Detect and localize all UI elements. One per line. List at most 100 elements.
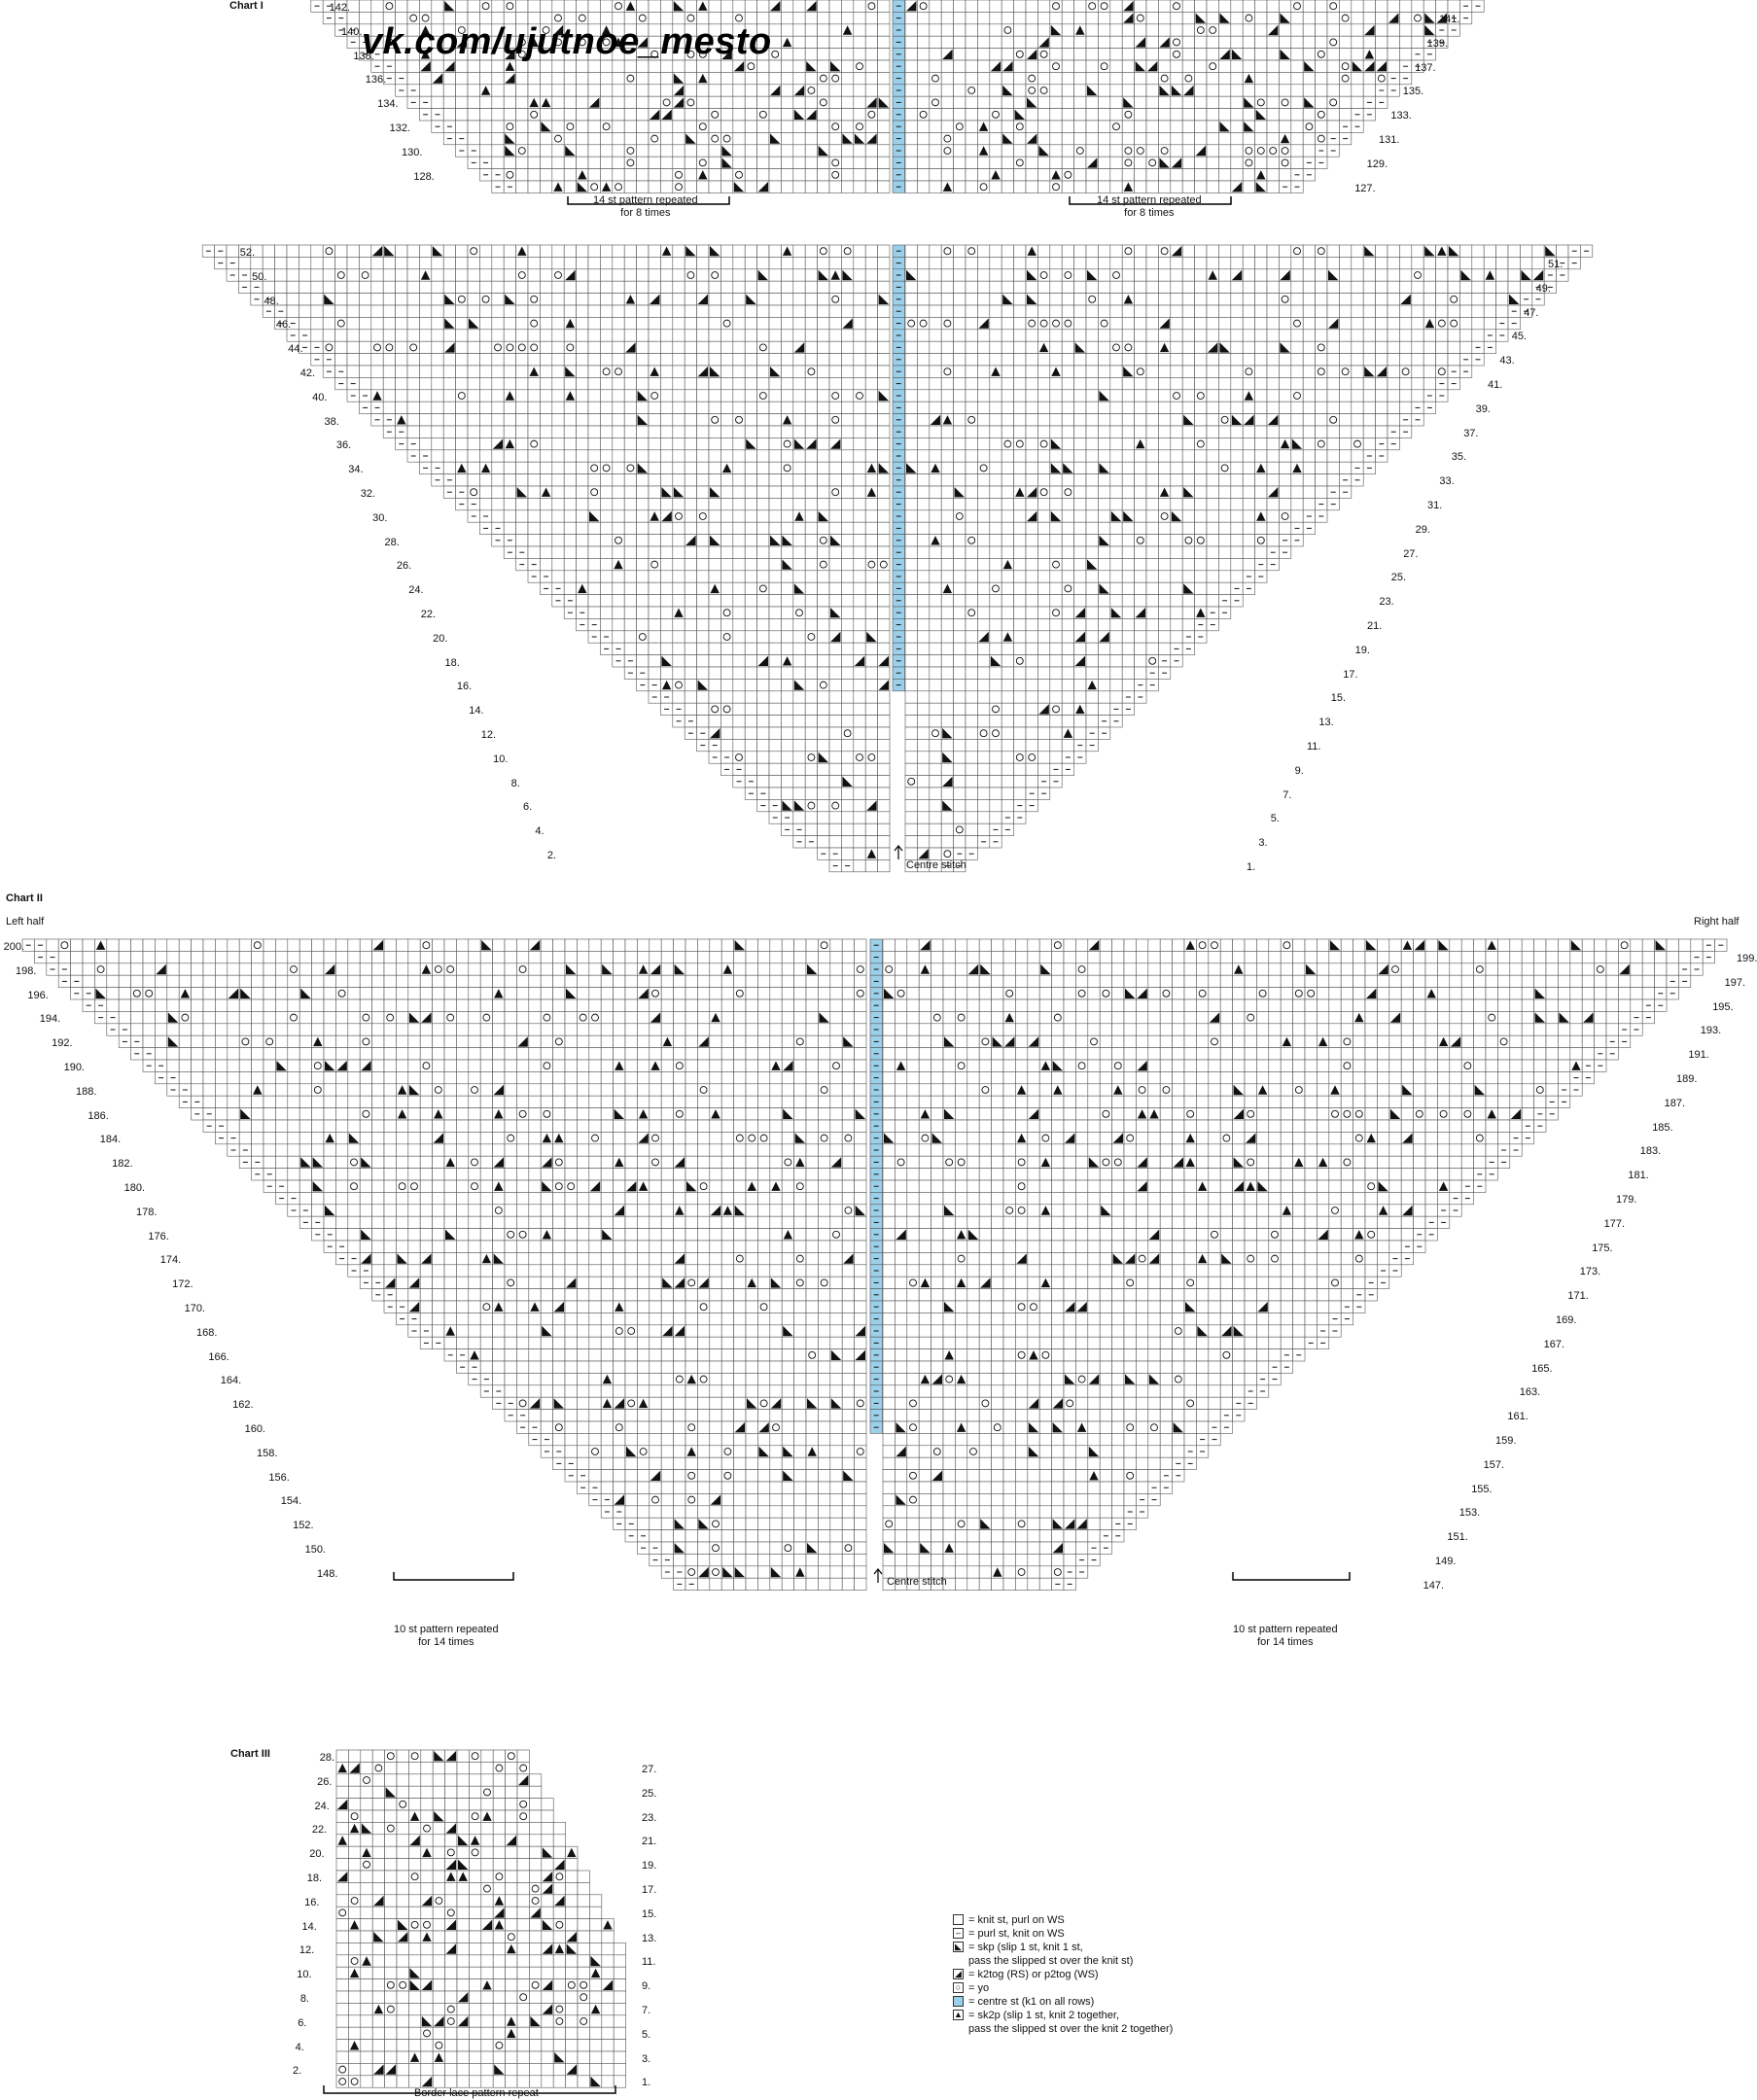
row-number: 174. xyxy=(159,1254,182,1267)
row-number: 169. xyxy=(1556,1314,1577,1326)
centre-stitch-icon xyxy=(953,1996,964,2007)
row-number: 16. xyxy=(304,1896,320,1908)
row-number: 193. xyxy=(1700,1025,1722,1037)
row-number: 11. xyxy=(642,1956,656,1969)
centre-stitch-column xyxy=(869,938,883,1434)
purl-icon: – xyxy=(953,1928,964,1939)
chart3-grid xyxy=(335,1749,626,2088)
row-number: 46. xyxy=(275,319,292,332)
row-number: 5. xyxy=(1270,813,1280,825)
row-number: 10. xyxy=(297,1969,312,1981)
row-number: 159. xyxy=(1495,1435,1517,1447)
row-number: 192. xyxy=(52,1037,73,1050)
row-number: 4. xyxy=(535,825,545,838)
row-number: 14. xyxy=(469,705,484,718)
row-number: 41. xyxy=(1488,379,1503,391)
row-number: 4. xyxy=(295,2041,304,2053)
row-number: 165. xyxy=(1531,1362,1553,1375)
row-number: 21. xyxy=(642,1836,657,1848)
row-number: 6. xyxy=(298,2016,307,2029)
row-number: 21. xyxy=(1367,620,1383,632)
row-number: 50. xyxy=(252,270,267,283)
row-number: 22. xyxy=(311,1824,328,1837)
row-number: 35. xyxy=(1451,451,1467,464)
row-number: 5. xyxy=(642,2028,651,2041)
chart1-centre-label: Centre stitch xyxy=(906,859,966,871)
chart3-title: Chart III xyxy=(230,1748,270,1760)
row-number: 48. xyxy=(264,295,279,307)
row-number: 158. xyxy=(256,1447,278,1459)
row-number: 135. xyxy=(1402,86,1424,98)
row-number: 127. xyxy=(1354,182,1376,194)
row-number: 15. xyxy=(642,1908,657,1920)
row-number: 22. xyxy=(420,609,436,620)
row-number: 24. xyxy=(408,584,424,597)
row-number: 8. xyxy=(299,1993,309,2005)
row-number: 128. xyxy=(413,170,435,183)
row-number: 52. xyxy=(239,247,255,259)
row-number: 14. xyxy=(301,1920,317,1933)
chart1-top-right xyxy=(904,0,1485,193)
row-number: 20. xyxy=(309,1848,325,1861)
row-number: 198. xyxy=(15,964,37,977)
row-number: 28. xyxy=(384,536,400,548)
row-number: 140. xyxy=(340,25,363,38)
row-number: 2. xyxy=(546,850,556,861)
chart1-main-left xyxy=(201,244,891,873)
row-number: 3. xyxy=(1258,837,1268,850)
row-number: 196. xyxy=(27,989,49,1001)
row-number: 29. xyxy=(1415,523,1430,536)
skp-icon: ◣ xyxy=(953,1942,964,1952)
yo-icon: ○ xyxy=(953,1982,964,1993)
row-number: 185. xyxy=(1652,1121,1673,1134)
row-number: 11. xyxy=(1307,741,1321,752)
chart2-right xyxy=(882,938,1728,1591)
row-number: 19. xyxy=(642,1860,657,1872)
row-number: 137. xyxy=(1415,61,1436,74)
row-number: 147. xyxy=(1423,1579,1445,1592)
row-number: 132. xyxy=(389,122,410,134)
row-number: 180. xyxy=(123,1182,145,1194)
row-number: 34. xyxy=(348,464,364,476)
row-number: 1. xyxy=(1247,861,1256,873)
row-number: 199. xyxy=(1737,953,1757,964)
row-number: 27. xyxy=(1403,547,1419,560)
k2tog-icon: ◢ xyxy=(953,1969,964,1979)
row-number: 176. xyxy=(148,1230,169,1242)
row-number: 33. xyxy=(1439,475,1455,488)
row-number: 155. xyxy=(1471,1483,1493,1495)
row-number: 187. xyxy=(1664,1097,1686,1109)
watermark: vk.com/ujutnoe_mesto xyxy=(362,21,772,62)
row-number: 17. xyxy=(1343,668,1358,681)
row-number: 149. xyxy=(1435,1556,1457,1567)
row-number: 25. xyxy=(1390,572,1407,584)
row-number: 157. xyxy=(1483,1458,1505,1471)
row-number: 129. xyxy=(1366,158,1388,170)
row-number: 172. xyxy=(172,1278,193,1291)
row-number: 9. xyxy=(1294,764,1304,777)
row-number: 189. xyxy=(1676,1073,1698,1085)
row-number: 131. xyxy=(1379,134,1400,146)
row-number: 141. xyxy=(1439,14,1460,25)
row-number: 7. xyxy=(1283,788,1292,801)
row-number: 191. xyxy=(1688,1049,1709,1062)
row-number: 194. xyxy=(39,1013,61,1026)
row-number: 166. xyxy=(208,1350,229,1363)
row-number: 197. xyxy=(1724,976,1746,989)
row-number: 18. xyxy=(444,656,460,669)
row-number: 150. xyxy=(304,1544,326,1556)
row-number: 134. xyxy=(377,98,399,111)
row-number: 32. xyxy=(360,488,375,500)
centre-stitch-column xyxy=(892,0,905,193)
row-number: 184. xyxy=(99,1134,122,1146)
row-number: 153. xyxy=(1458,1507,1481,1520)
row-number: 148. xyxy=(316,1567,338,1580)
row-number: 139. xyxy=(1426,37,1449,50)
row-number: 19. xyxy=(1354,644,1370,656)
sk2p-icon: ▲ xyxy=(953,2010,964,2020)
